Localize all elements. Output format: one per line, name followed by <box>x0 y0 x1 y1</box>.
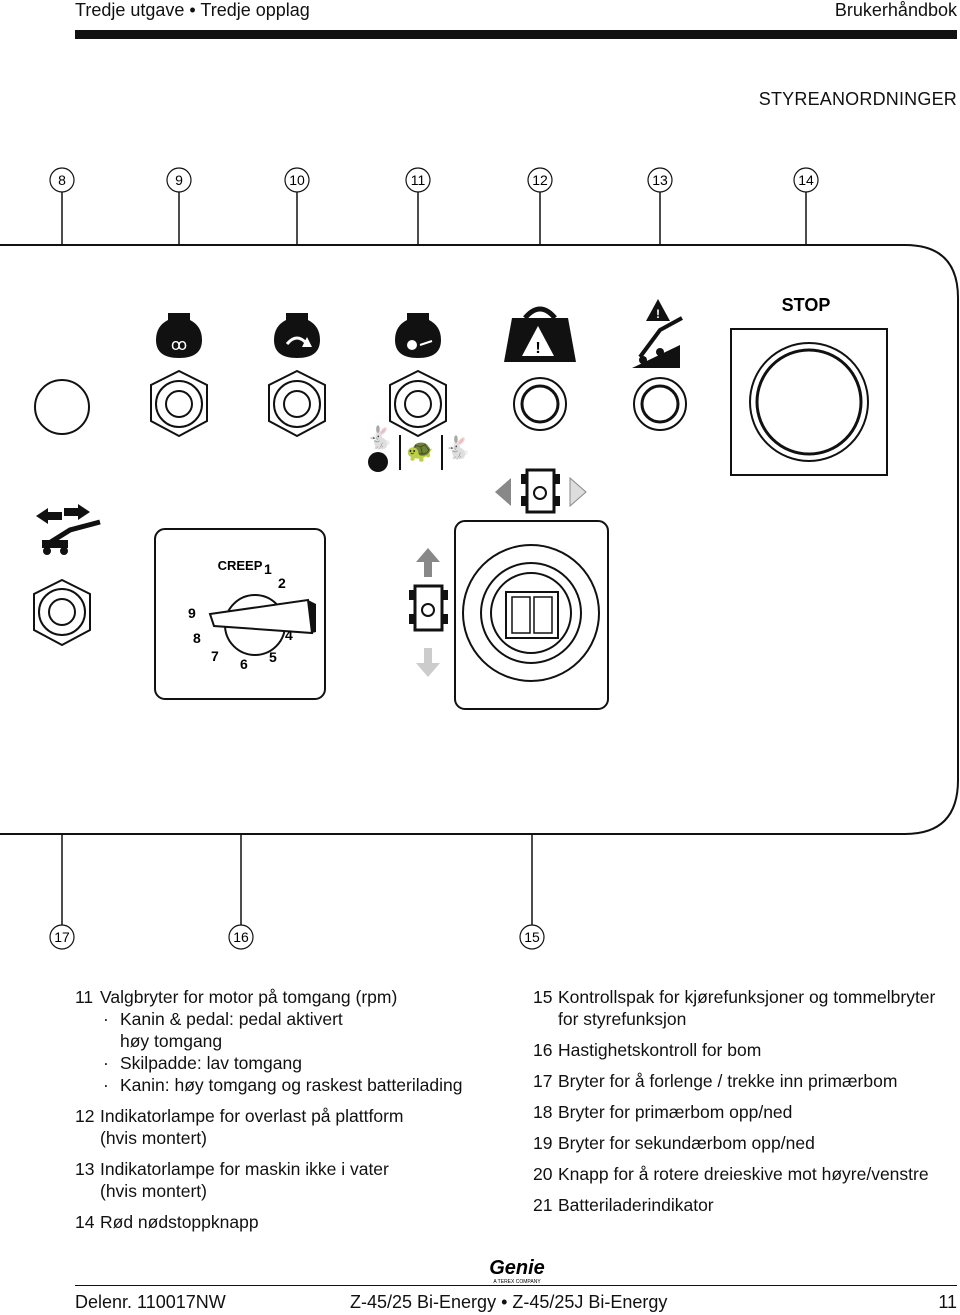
description-item-20: 20 Knapp for å rotere dreieskive mot høy… <box>533 1164 929 1184</box>
svg-text:!: ! <box>656 307 660 321</box>
svg-text:6: 6 <box>240 656 248 672</box>
description-item-11: 11 Valgbryter for motor på tomgang (rpm)… <box>75 986 515 1096</box>
section-title: STYREANORDNINGER <box>758 89 957 109</box>
thumb-rocker-switch <box>505 591 559 639</box>
engine-idle-icon <box>395 313 441 358</box>
callout-12: 12 <box>527 167 553 193</box>
machine-topview-icon <box>521 468 560 514</box>
footer-part-number: Delenr. 110017NW <box>75 1292 226 1312</box>
callout-15: 15 <box>519 924 545 950</box>
svg-text:8: 8 <box>58 172 66 188</box>
toggle-switch-10 <box>268 369 326 438</box>
svg-text:5: 5 <box>269 649 277 665</box>
callout-16: 16 <box>228 924 254 950</box>
description-item-16: 16 Hastighetskontroll for bom <box>533 1040 762 1060</box>
description-list-left: 11 Valgbryter for motor på tomgang (rpm)… <box>75 986 515 1242</box>
overload-warning-icon: ! <box>504 306 576 362</box>
tilt-indicator-lamp <box>633 377 687 431</box>
overload-indicator-lamp <box>513 377 567 431</box>
toggle-switch-9 <box>150 369 208 438</box>
description-list-right: 15 Kontrollspak for kjørefunksjoner og t… <box>533 986 958 1225</box>
svg-text:2: 2 <box>278 575 286 591</box>
machine-drive-icon <box>409 584 448 632</box>
footer-rule <box>75 1285 957 1286</box>
turtle-icon: 🐢 <box>406 439 433 464</box>
svg-text:ꝏ: ꝏ <box>171 335 187 354</box>
svg-text:12: 12 <box>532 172 548 188</box>
svg-text:!: ! <box>535 340 540 357</box>
rabbit-icon: 🐇 <box>444 435 471 461</box>
description-item-12: 12 Indikatorlampe for overlast på plattf… <box>75 1106 404 1148</box>
battery-charger-lamp <box>34 379 90 435</box>
dial-scale: 1 2 4 5 6 7 8 9 <box>188 561 293 672</box>
svg-text:🐢: 🐢 <box>406 439 433 464</box>
svg-text:9: 9 <box>188 605 196 621</box>
svg-text:14: 14 <box>798 172 814 188</box>
tilt-warning-icon: ! <box>632 299 683 368</box>
svg-text:15: 15 <box>524 929 540 945</box>
svg-text:10: 10 <box>289 172 305 188</box>
description-item-17: 17 Bryter for å forlenge / trekke inn pr… <box>533 1071 898 1091</box>
genie-logo: Genie A TEREX COMPANY <box>489 1257 545 1285</box>
rabbit-pedal-icon: 🐇 <box>366 425 394 472</box>
callout-8: 8 <box>49 167 75 193</box>
svg-text:8: 8 <box>193 630 201 646</box>
footer-model: Z-45/25 Bi-Energy • Z-45/25J Bi-Energy <box>350 1292 668 1312</box>
header-manual-title: Brukerhåndbok <box>834 0 957 20</box>
svg-text:11: 11 <box>411 172 426 188</box>
header-rule <box>75 30 957 39</box>
control-panel-diagram: 8 9 10 11 12 13 14 17 16 15 ꝏ <box>0 167 959 950</box>
description-item-18: 18 Bryter for primærbom opp/ned <box>533 1102 793 1122</box>
callout-14: 14 <box>793 167 819 193</box>
svg-text:🐇: 🐇 <box>444 435 471 461</box>
callout-13: 13 <box>647 167 673 193</box>
svg-text:CREEP: CREEP <box>218 558 263 573</box>
svg-text:A TEREX COMPANY: A TEREX COMPANY <box>493 1279 541 1285</box>
steer-left-icon <box>495 478 511 506</box>
description-item-13: 13 Indikatorlampe for maskin ikke i vate… <box>75 1159 389 1201</box>
description-item-14: 14 Rød nødstoppknapp <box>75 1212 259 1232</box>
drive-forward-icon <box>416 548 440 577</box>
svg-text:16: 16 <box>233 929 249 945</box>
callout-9: 9 <box>166 167 192 193</box>
description-item-15: 15 Kontrollspak for kjørefunksjoner og t… <box>533 987 936 1029</box>
svg-text:🐇: 🐇 <box>366 425 393 451</box>
steer-right-icon <box>569 476 587 508</box>
engine-start-icon <box>274 313 320 358</box>
svg-text:1: 1 <box>264 561 272 577</box>
svg-text:7: 7 <box>211 648 219 664</box>
stop-label: STOP <box>782 295 831 315</box>
svg-text:13: 13 <box>652 172 668 188</box>
description-item-19: 19 Bryter for sekundærbom opp/ned <box>533 1133 815 1153</box>
svg-text:17: 17 <box>54 929 70 945</box>
boom-speed-knob <box>208 594 316 656</box>
callout-17: 17 <box>49 924 75 950</box>
boom-extend-retract-icon <box>36 504 101 555</box>
toggle-switch-17 <box>33 578 91 647</box>
header-edition: Tredje utgave • Tredje opplag <box>75 0 310 20</box>
toggle-switch-11 <box>389 369 447 438</box>
callout-10: 10 <box>284 167 310 193</box>
drive-reverse-icon <box>416 648 440 677</box>
glow-plug-icon: ꝏ <box>156 313 202 358</box>
svg-text:Genie: Genie <box>489 1257 545 1279</box>
svg-text:9: 9 <box>175 172 183 188</box>
page-number: 11 <box>938 1292 957 1312</box>
callout-11: 11 <box>405 167 431 193</box>
description-item-21: 21 Batteriladerindikator <box>533 1195 714 1215</box>
svg-text:4: 4 <box>285 627 293 643</box>
